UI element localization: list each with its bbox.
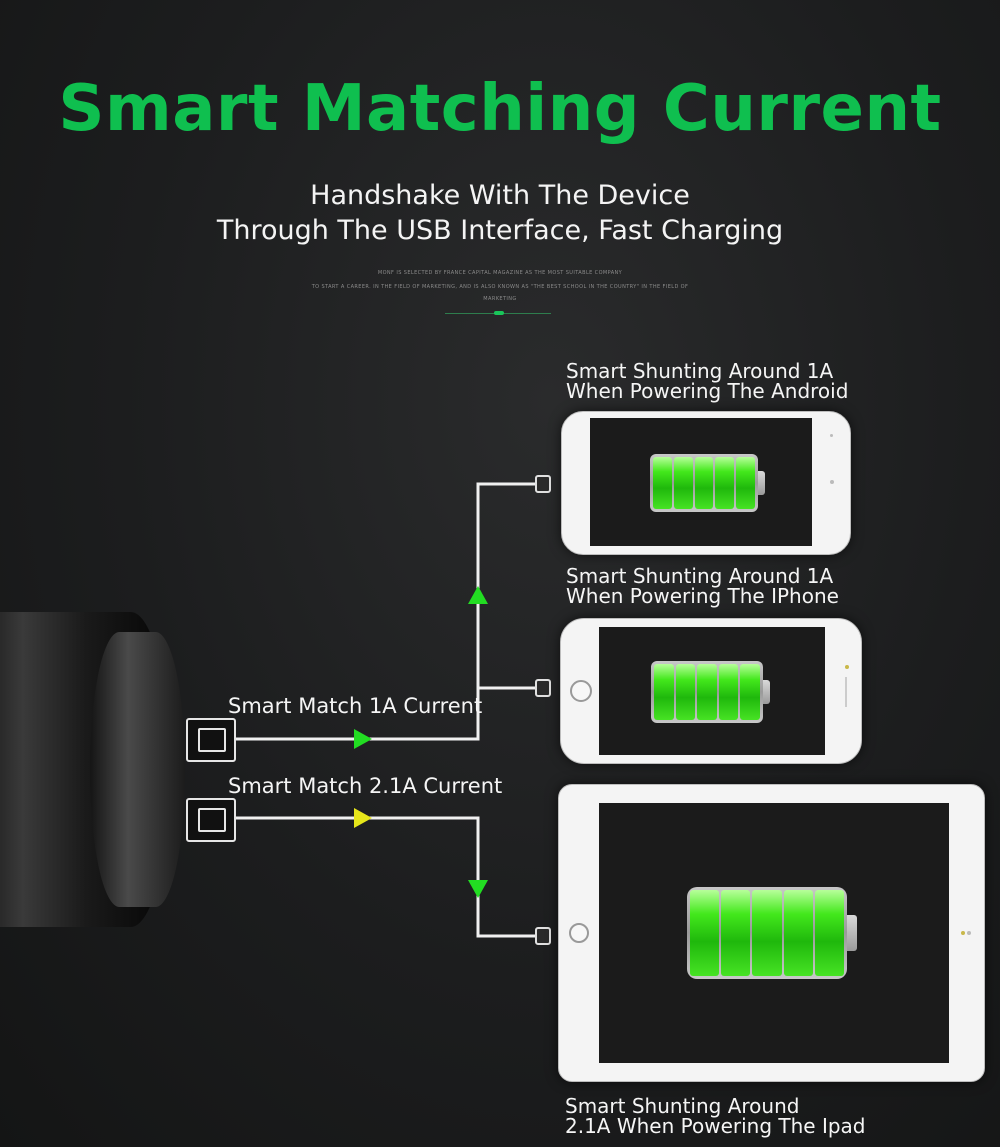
subtitle-line-2: Through The USB Interface, Fast Charging [216, 215, 784, 246]
tablet-sensor-dot [967, 931, 971, 935]
usb-port-icon [186, 798, 236, 842]
port-21a-label: Smart Match 2.1A Current [228, 774, 503, 798]
arrow-right-icon [354, 729, 372, 749]
android-phone [561, 411, 851, 555]
cable-plug-android [535, 475, 551, 493]
car-charger-ring [90, 632, 185, 907]
phone-speaker [845, 677, 847, 707]
usb-port-icon [186, 718, 236, 762]
battery-icon [650, 454, 765, 512]
iphone [560, 618, 862, 764]
wire-2a-ipad [232, 816, 545, 938]
iphone-label-line-1: Smart Shunting Around 1A [566, 564, 834, 588]
ipad-screen [599, 803, 949, 1063]
fine-print-2: TO START A CAREER. IN THE FIELD OF MARKE… [311, 284, 689, 290]
battery-icon [687, 887, 857, 979]
ipad-label-line-1: Smart Shunting Around [565, 1094, 800, 1118]
android-label-line-1: Smart Shunting Around 1A [566, 359, 834, 383]
android-label-line-2: When Powering The Android [566, 379, 849, 403]
ipad [558, 784, 985, 1082]
cable-plug-iphone [535, 679, 551, 697]
port-1a-label: Smart Match 1A Current [228, 694, 483, 718]
android-screen [590, 418, 812, 546]
home-button [570, 680, 592, 702]
arrow-up-icon [468, 586, 488, 604]
fine-print-3: MARKETING [483, 296, 517, 302]
phone-camera-dot [845, 665, 849, 669]
fine-print-1: MONF IS SELECTED BY FRANCE CAPITAL MAGAZ… [377, 270, 623, 276]
cable-plug-ipad [535, 927, 551, 945]
battery-icon [651, 661, 770, 723]
iphone-screen [599, 627, 825, 755]
home-button [569, 923, 589, 943]
tablet-camera-dot [961, 931, 965, 935]
ipad-label-line-2: 2.1A When Powering The Ipad [565, 1114, 866, 1138]
phone-camera-dot [830, 434, 833, 437]
page-title: Smart Matching Current [58, 72, 942, 146]
iphone-label-line-2: When Powering The IPhone [566, 584, 839, 608]
arrow-down-icon [468, 880, 488, 898]
arrow-right-icon [354, 808, 372, 828]
phone-sensor-dot [830, 480, 834, 484]
subtitle-line-1: Handshake With The Device [310, 180, 690, 211]
divider-accent [494, 311, 504, 315]
